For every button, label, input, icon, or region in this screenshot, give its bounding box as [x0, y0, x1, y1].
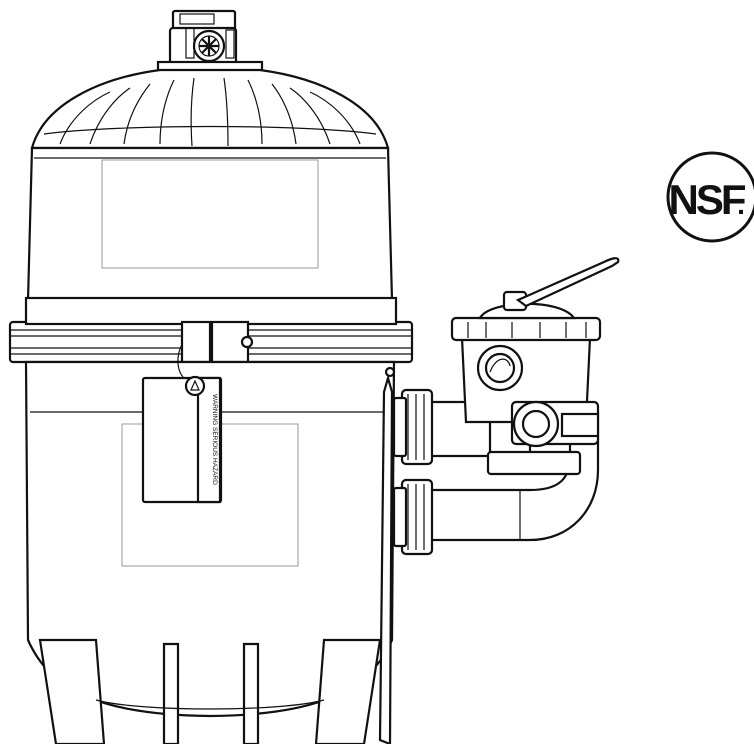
nsf-logo-mark: . [737, 189, 745, 220]
filter-dome-lid [30, 60, 390, 150]
upper-union-fitting[interactable] [392, 388, 434, 466]
tag-warning-text: WARNING SERIOUS HAZARD [211, 394, 218, 485]
hazard-icon [184, 375, 206, 397]
upper-tank-body [26, 146, 394, 302]
tank-base [38, 638, 382, 746]
warning-hang-tag: WARNING SERIOUS HAZARD [141, 343, 223, 504]
side-bracket [378, 366, 396, 746]
nsf-logo: NSF . [666, 151, 754, 243]
lower-union-fitting[interactable] [392, 478, 434, 556]
air-relief-valve[interactable] [168, 9, 238, 66]
nsf-logo-text: NSF [669, 176, 746, 223]
valve-handle[interactable] [502, 257, 620, 312]
return-pipe [428, 438, 600, 542]
clamp-band [8, 296, 414, 364]
multiport-valve[interactable] [450, 302, 602, 476]
